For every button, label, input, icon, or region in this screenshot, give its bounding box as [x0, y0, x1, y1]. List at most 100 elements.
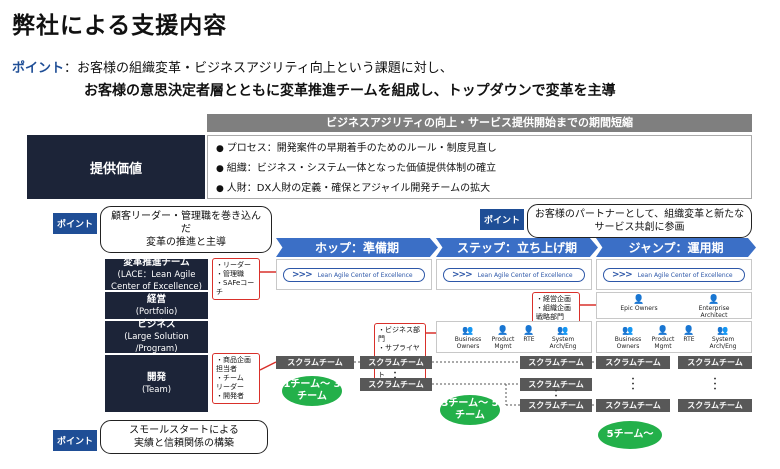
role-system-arch: 👥System Arch/Eng	[703, 326, 743, 350]
lace-bar: >>>Lean Agile Center of Excellence	[283, 268, 425, 282]
participant-item: リーダー	[216, 383, 244, 391]
role-business-owners: 👥Business Owners	[611, 326, 645, 350]
role-label: System Arch/Eng	[709, 336, 737, 350]
lace-cell-hop: >>>Lean Agile Center of Excellence	[276, 259, 432, 290]
role-label: RTE	[683, 336, 695, 343]
row-portfolio-header: 経営 (Portfolio)	[105, 292, 208, 319]
callout-left-top: 顧客リーダー・管理職を巻き込んだ 変革の推進と主導	[100, 206, 272, 253]
page-title: 弊社による支援内容	[12, 13, 228, 39]
participant-item: ・ビジネス部門	[378, 326, 420, 343]
arrow-icon: >>>	[612, 270, 633, 280]
callout-bottom-line2: 実績と信頼関係の構築	[134, 438, 234, 449]
point-badge-right: ポイント	[480, 209, 524, 230]
callout-left-top-line2: 変革の推進と主導	[146, 237, 226, 248]
scrum-team: スクラムチーム	[678, 356, 752, 369]
phase-jump: ジャンプ：運用期	[596, 238, 756, 257]
point-badge-bottom: ポイント	[53, 430, 97, 451]
role-label: System Arch/Eng	[549, 336, 577, 350]
scrum-team: スクラムチーム	[596, 356, 670, 369]
scrum-team: スクラムチーム	[360, 378, 432, 391]
person-icon: 👤	[708, 295, 720, 305]
participant-item: ・商品企画	[216, 356, 251, 364]
team-count-jump: 5チーム～	[598, 421, 662, 449]
group-icon: 👥	[717, 326, 729, 336]
lace-cell-step: >>>Lean Agile Center of Excellence	[436, 259, 592, 290]
value-bullets: プロセス：開発案件の早期着手のためのルール・制度見直し 組織：ビジネス・システム…	[207, 135, 752, 199]
role-label: Product Mgmt	[651, 336, 675, 350]
business-cell-step: 👥Business Owners 👤Product Mgmt 👤RTE 👥Sys…	[436, 321, 592, 353]
participant-item: ・経営企画	[536, 295, 571, 303]
lace-bar: >>>Lean Agile Center of Excellence	[443, 268, 585, 282]
participant-item: 戦略部門	[536, 313, 564, 321]
arrow-icon: >>>	[452, 270, 473, 280]
lace-cell-jump: >>>Lean Agile Center of Excellence	[596, 259, 752, 290]
person-icon: 👤	[683, 326, 695, 336]
business-cell-jump: 👥Business Owners 👤Product Mgmt 👤RTE 👥Sys…	[596, 321, 752, 353]
ellipsis: ・・・	[710, 375, 720, 395]
person-icon: 👤	[633, 295, 645, 305]
role-label: Product Mgmt	[491, 336, 515, 350]
group-icon: 👥	[622, 326, 634, 336]
participant-item: ・チーム	[216, 374, 244, 382]
role-label: Epic Owners	[620, 305, 658, 312]
bullet-organization: 組織：ビジネス・システム一体となった価値提供体制の確立	[216, 159, 743, 179]
phase-hop: ホップ：準備期	[276, 238, 438, 257]
role-product-mgmt: 👤Product Mgmt	[649, 326, 677, 350]
point-label: ポイント	[12, 61, 65, 76]
row-business-header: ビジネス (Large Solution /Program)	[105, 319, 208, 354]
role-product-mgmt: 👤Product Mgmt	[489, 326, 517, 350]
callout-right-top: お客様のパートナーとして、組織変革と新たな サービス共創に参画	[527, 204, 752, 238]
person-icon: 👤	[523, 326, 535, 336]
scrum-team: スクラムチーム	[678, 399, 752, 412]
role-label: Business Owners	[614, 336, 642, 350]
role-label: RTE	[523, 336, 535, 343]
bullet-talent: 人財：DX人財の定義・確保とアジャイル開発チームの拡大	[216, 179, 743, 199]
ellipsis: ・・・	[628, 375, 638, 395]
participant-item: ・組織企画	[536, 304, 571, 312]
role-business-owners: 👥Business Owners	[451, 326, 485, 350]
point-line2: お客様の意思決定者層とともに変革推進チームを組成し、トップダウンで変革を主導	[84, 83, 616, 99]
ellipsis: ・・	[551, 387, 561, 402]
lace-bar: >>>Lean Agile Center of Excellence	[603, 268, 745, 282]
row-dev-title: 開発	[146, 371, 166, 383]
row-business-sub: (Large Solution /Program)	[124, 332, 189, 354]
team-count-step: 3チーム～ 5チーム	[440, 395, 500, 425]
participants-dev: ・商品企画 担当者 ・チーム リーダー ・開発者	[212, 353, 260, 404]
role-enterprise-architect: 👤Enterprise Architect	[689, 295, 739, 319]
period-banner: ビジネスアジリティの向上・サービス提供開始までの期間短縮	[207, 114, 752, 132]
role-rte: 👤RTE	[519, 326, 539, 343]
participant-item: 担当者	[216, 365, 237, 373]
bullet-process: プロセス：開発案件の早期着手のためのルール・制度見直し	[216, 139, 743, 159]
role-rte: 👤RTE	[679, 326, 699, 343]
row-dev-header: 開発 (Team)	[105, 355, 208, 412]
scrum-team: スクラムチーム	[596, 399, 670, 412]
role-epic-owners: 👤Epic Owners	[619, 295, 659, 312]
row-portfolio-title: 経営	[146, 293, 166, 305]
role-label: Enterprise Architect	[698, 305, 730, 319]
scrum-team: スクラムチーム	[520, 399, 592, 412]
role-system-arch: 👥System Arch/Eng	[543, 326, 583, 350]
group-icon: 👥	[462, 326, 474, 336]
scrum-team: スクラムチーム	[520, 356, 592, 369]
row-lace-header: 変革推進チーム (LACE：Lean Agile Center of Excel…	[105, 256, 208, 292]
row-lace-title: 変革推進チーム	[123, 256, 190, 268]
row-business-title: ビジネス	[137, 319, 176, 330]
row-dev-sub: (Team)	[141, 384, 172, 395]
person-icon: 👤	[657, 326, 669, 336]
participant-item: ・開発者	[216, 392, 244, 400]
lace-bar-label: Lean Agile Center of Excellence	[317, 271, 413, 279]
scrum-team: スクラムチーム	[520, 378, 592, 391]
team-count-hop: 1チーム～ 3チーム	[282, 376, 342, 406]
role-label: Business Owners	[454, 336, 482, 350]
group-icon: 👥	[557, 326, 569, 336]
point-line1: ：お客様の組織変革・ビジネスアジリティ向上という課題に対し、	[64, 61, 453, 76]
participant-item: ・管理職	[216, 270, 244, 278]
row-portfolio-sub: (Portfolio)	[135, 306, 178, 317]
callout-right-top-line2: サービス共創に参画	[594, 222, 685, 233]
callout-right-top-line1: お客様のパートナーとして、組織変革と新たな	[534, 209, 745, 220]
participant-item: ・リーダー	[216, 261, 251, 269]
participants-lace: ・リーダー ・管理職 ・SAFeコーチ	[212, 258, 260, 300]
value-label: 提供価値	[27, 135, 205, 199]
point-badge-left: ポイント	[53, 213, 97, 234]
